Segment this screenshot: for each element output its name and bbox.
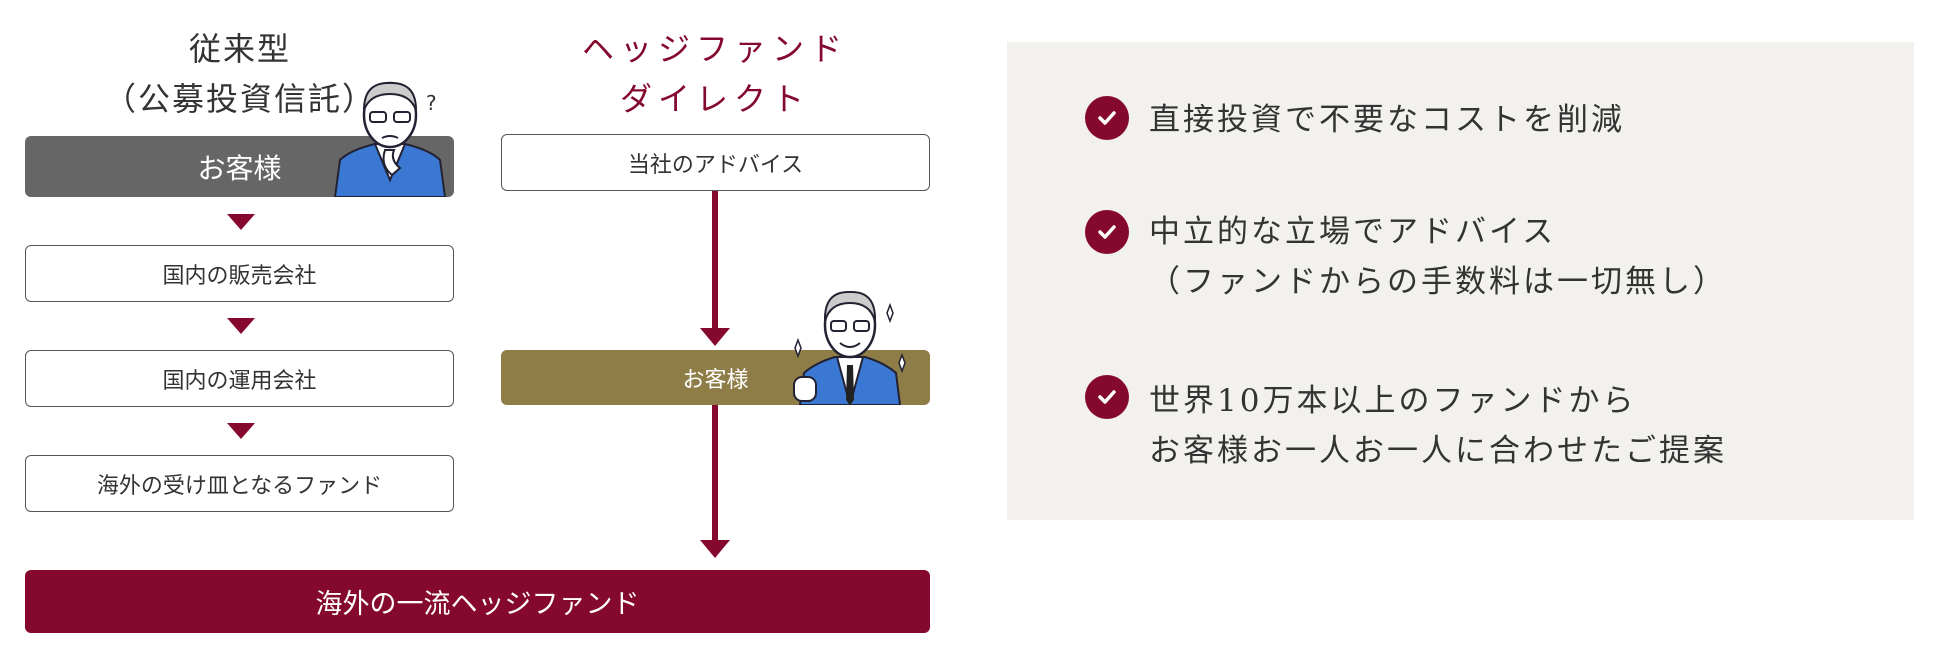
benefits-panel [1007,42,1914,520]
benefit-2-line-1: 中立的な立場でアドバイス [1149,214,1557,250]
domestic-manager-box: 国内の運用会社 [25,350,454,407]
benefit-2-line-2: （ファンドからの手数料は一切無し） [1149,264,1727,300]
traditional-title-line1: 従来型 [188,30,291,68]
happy-man-icon [793,290,906,405]
our-advice-label: 当社のアドバイス [627,152,804,178]
check-circle-icon [1085,210,1129,254]
offshore-feeder-fund-label: 海外の受け皿となるファンド [96,473,383,499]
domestic-distributor-box: 国内の販売会社 [25,245,454,302]
offshore-hedge-fund-bar: 海外の一流ヘッジファンド [25,570,930,633]
down-arrow-icon [700,540,730,558]
our-advice-box: 当社のアドバイス [501,134,930,191]
svg-text:?: ? [426,91,437,115]
down-triangle-icon [227,423,255,439]
direct-title-line2: ダイレクト [619,80,810,118]
flow-line [712,191,718,331]
offshore-hedge-fund-label: 海外の一流ヘッジファンド [315,589,640,620]
domestic-distributor-label: 国内の販売会社 [162,263,317,289]
benefit-3-line-2: お客様お一人お一人に合わせたご提案 [1149,433,1727,469]
direct-title-line1: ヘッジファンド [581,30,848,68]
offshore-feeder-fund-box: 海外の受け皿となるファンド [25,455,454,512]
check-circle-icon [1085,96,1129,140]
direct-customer-label: お客様 [682,367,749,393]
domestic-manager-label: 国内の運用会社 [162,368,317,394]
benefit-3-line-1: 世界10万本以上のファンドから [1149,383,1637,419]
check-circle-icon [1085,375,1129,419]
traditional-title-line2: （公募投資信託） [103,80,376,118]
down-triangle-icon [227,214,255,230]
down-arrow-icon [700,328,730,346]
benefit-1-line-1: 直接投資で不要なコストを削減 [1149,102,1625,138]
traditional-customer-label: お客様 [197,151,282,185]
down-triangle-icon [227,318,255,334]
flow-line [712,405,718,543]
thinking-man-icon: ? [333,81,447,197]
